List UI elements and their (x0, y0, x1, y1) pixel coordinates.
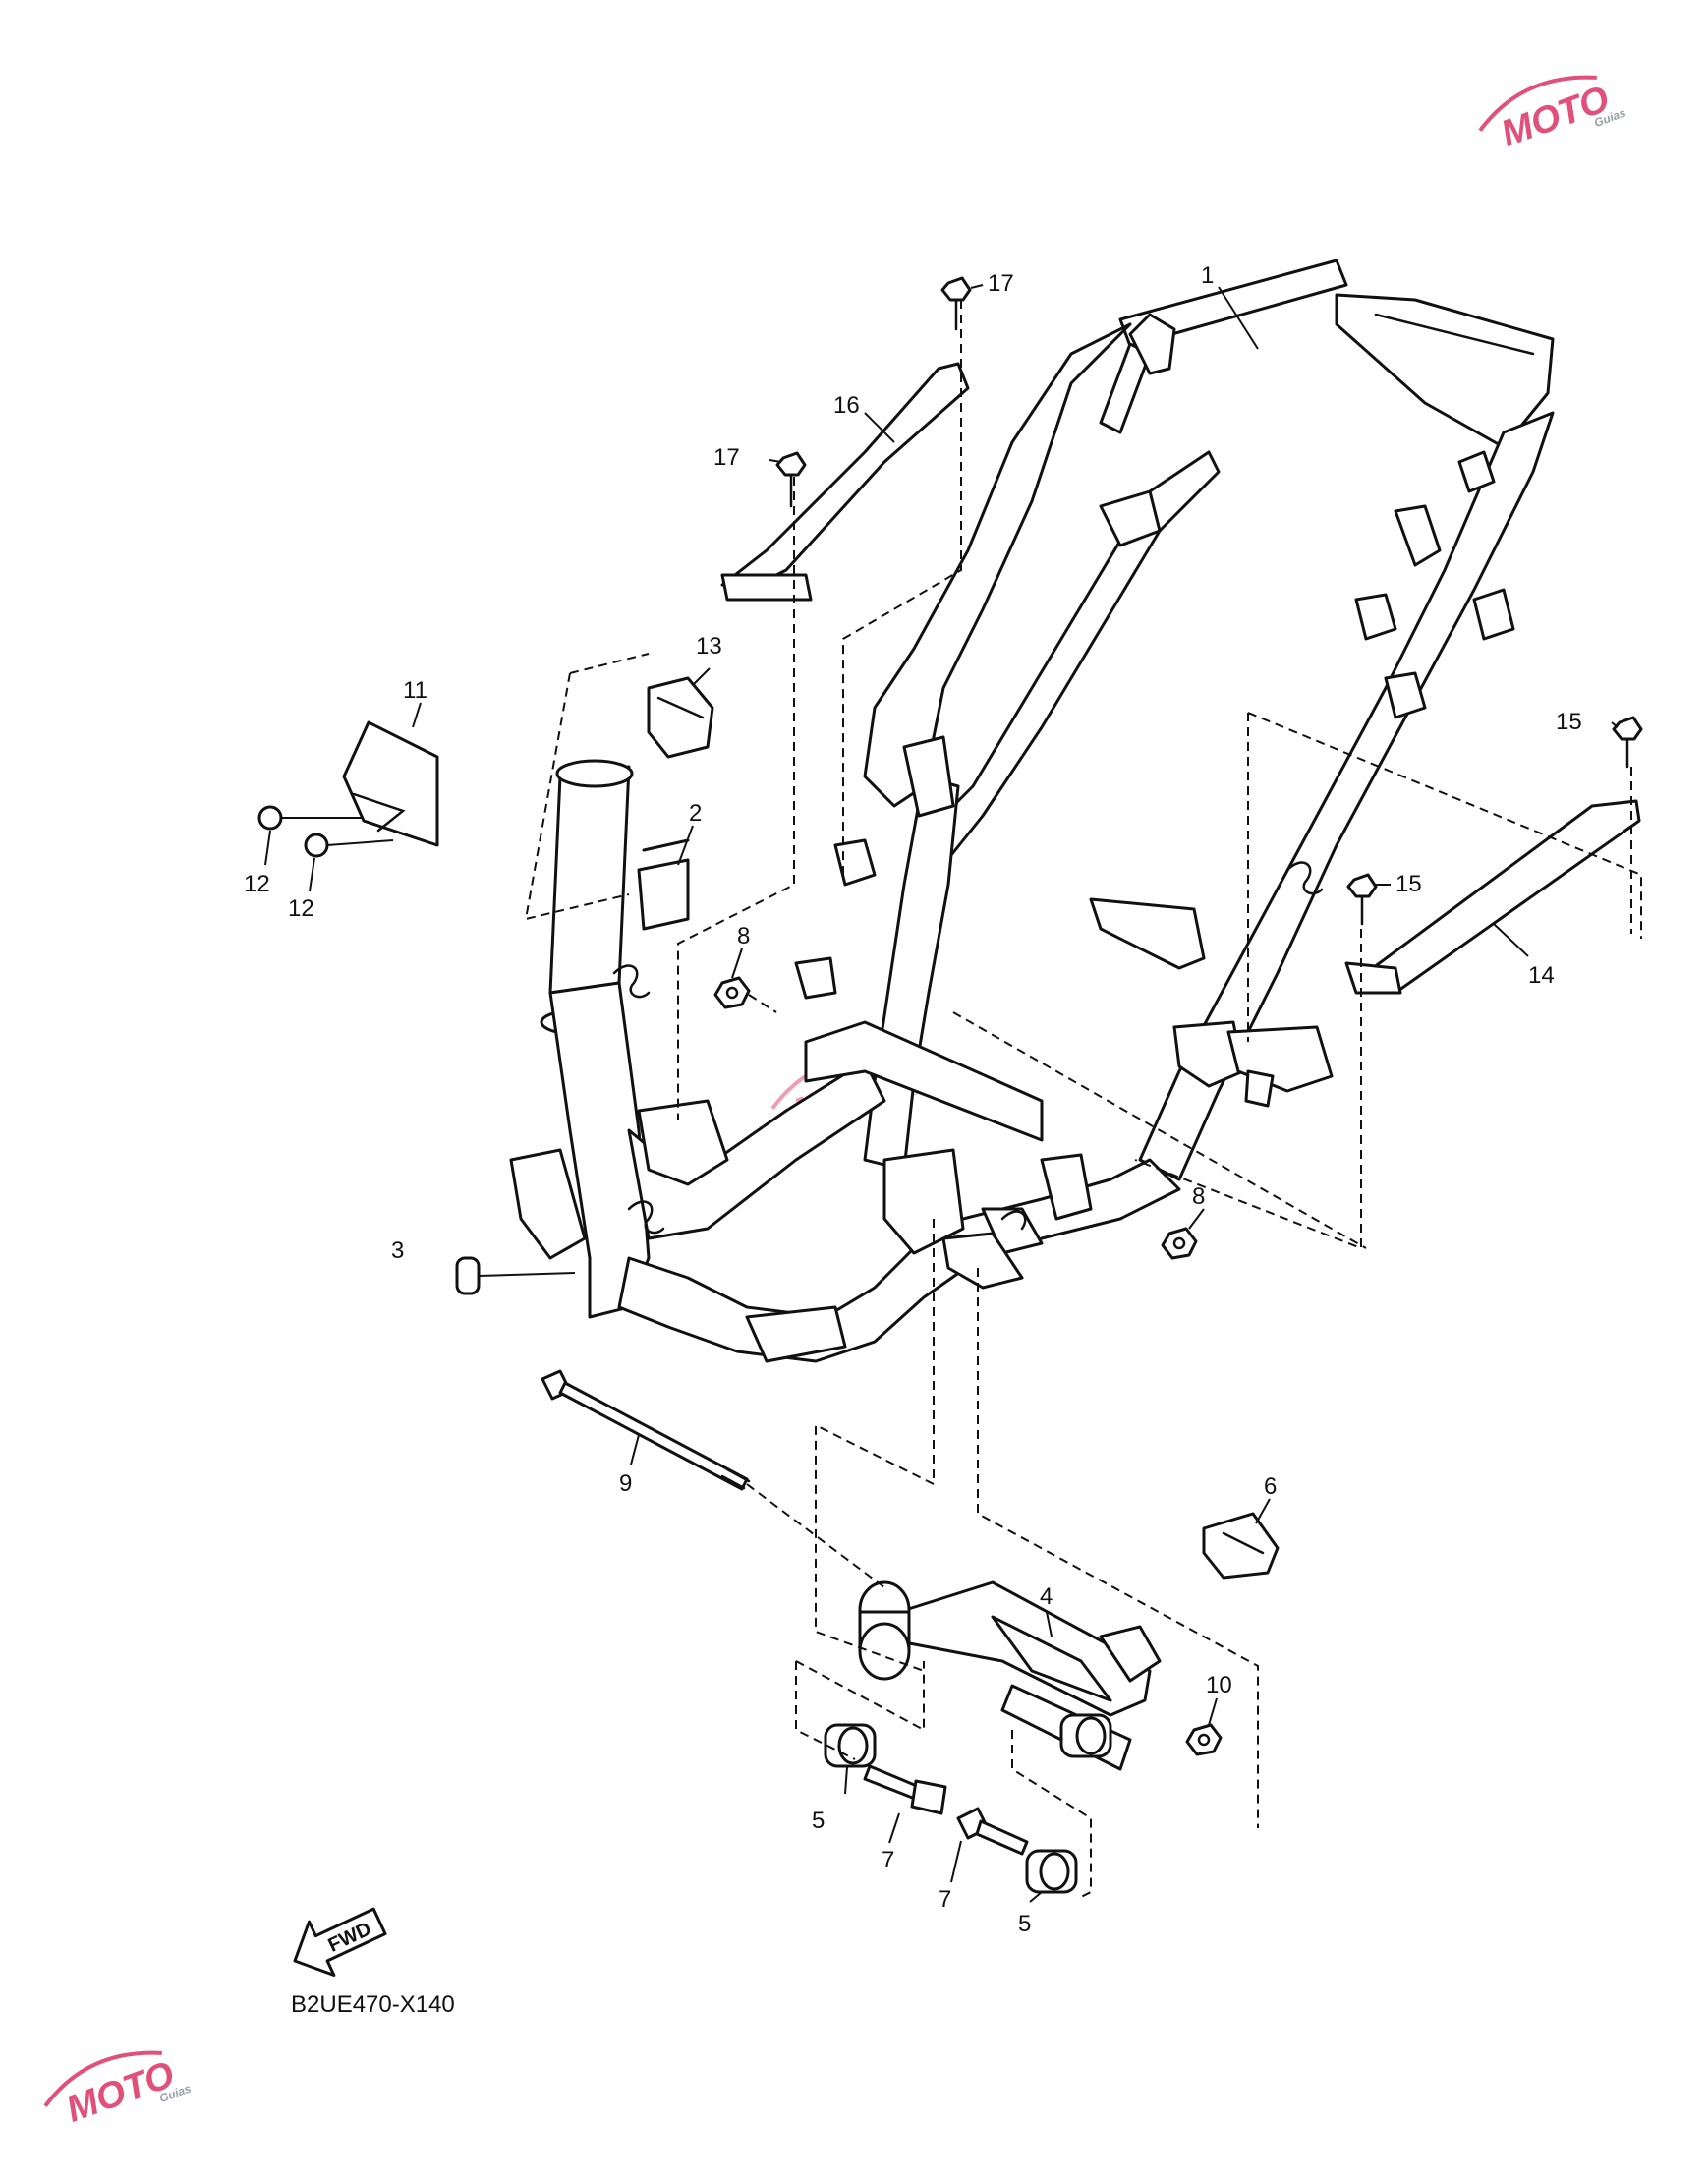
part-7-bolt-a (863, 1764, 947, 1815)
callout-6: 6 (1264, 1473, 1277, 1500)
part-10-nut (1185, 1723, 1223, 1756)
part-8-nut-lower (1161, 1227, 1198, 1260)
callout-8a: 8 (737, 923, 750, 949)
callout-3: 3 (391, 1237, 404, 1264)
callout-labels: 1 2 3 4 5 5 6 7 7 8 8 9 10 11 12 12 13 1… (244, 262, 1582, 1937)
part-5-bushing-b (1025, 1849, 1078, 1894)
part-8-nut-upper (713, 976, 777, 1013)
callout-15a: 15 (1556, 709, 1582, 735)
part-15-bolt-b (1346, 873, 1378, 926)
callout-16: 16 (833, 392, 860, 419)
part-12-screw-b (304, 833, 394, 858)
part-5-bushing-a (824, 1723, 877, 1768)
part-13-cover (647, 676, 714, 759)
callout-4: 4 (1040, 1583, 1053, 1610)
callout-11: 11 (403, 677, 427, 704)
part-5-bushing-c (1059, 1713, 1112, 1758)
callout-5a: 5 (812, 1808, 825, 1834)
callout-12a: 12 (244, 871, 270, 897)
callout-9: 9 (619, 1470, 632, 1497)
part-16-front-stay (720, 362, 970, 602)
leader-lines (264, 284, 1619, 1903)
callout-13: 13 (696, 633, 722, 660)
callout-12b: 12 (288, 895, 314, 922)
part-12-screw-a (257, 805, 364, 831)
callout-8b: 8 (1192, 1183, 1205, 1210)
part-11-plate (342, 720, 439, 847)
callout-17a: 17 (988, 270, 1014, 297)
fwd-arrow-icon: FWD (293, 1907, 387, 1978)
callout-7b: 7 (939, 1886, 951, 1913)
main-frame (509, 259, 1555, 1363)
callout-1: 1 (1201, 262, 1214, 289)
part-3-grommet (455, 1256, 576, 1295)
part-7-bolt-b (956, 1807, 1029, 1856)
diagram-code: B2UE470-X140 (291, 1991, 455, 2018)
part-2-label (637, 838, 690, 931)
part-17-bolt-b (775, 451, 807, 508)
callout-17b: 17 (713, 444, 740, 471)
part-6-damper (1202, 1512, 1280, 1580)
callout-5b: 5 (1018, 1911, 1031, 1937)
callout-15b: 15 (1395, 871, 1422, 897)
watermark-logo-bottom-left: MOTO Guias (43, 2050, 194, 2131)
part-5-bushing-upper (858, 1580, 911, 1681)
part-4-engine-bracket (897, 1580, 1162, 1771)
part-15-bolt-a (1612, 716, 1643, 769)
callout-7a: 7 (882, 1847, 894, 1873)
callout-14: 14 (1528, 962, 1555, 989)
part-14-rear-stay (1344, 799, 1641, 995)
dashed-guide-lines (524, 300, 1642, 1898)
part-17-bolt-a (940, 276, 972, 331)
part-9-long-bolt (541, 1369, 751, 1491)
watermark-logo-top-right: MOTO Guias (1478, 75, 1628, 155)
callout-10: 10 (1206, 1672, 1232, 1698)
callout-2: 2 (689, 800, 702, 827)
